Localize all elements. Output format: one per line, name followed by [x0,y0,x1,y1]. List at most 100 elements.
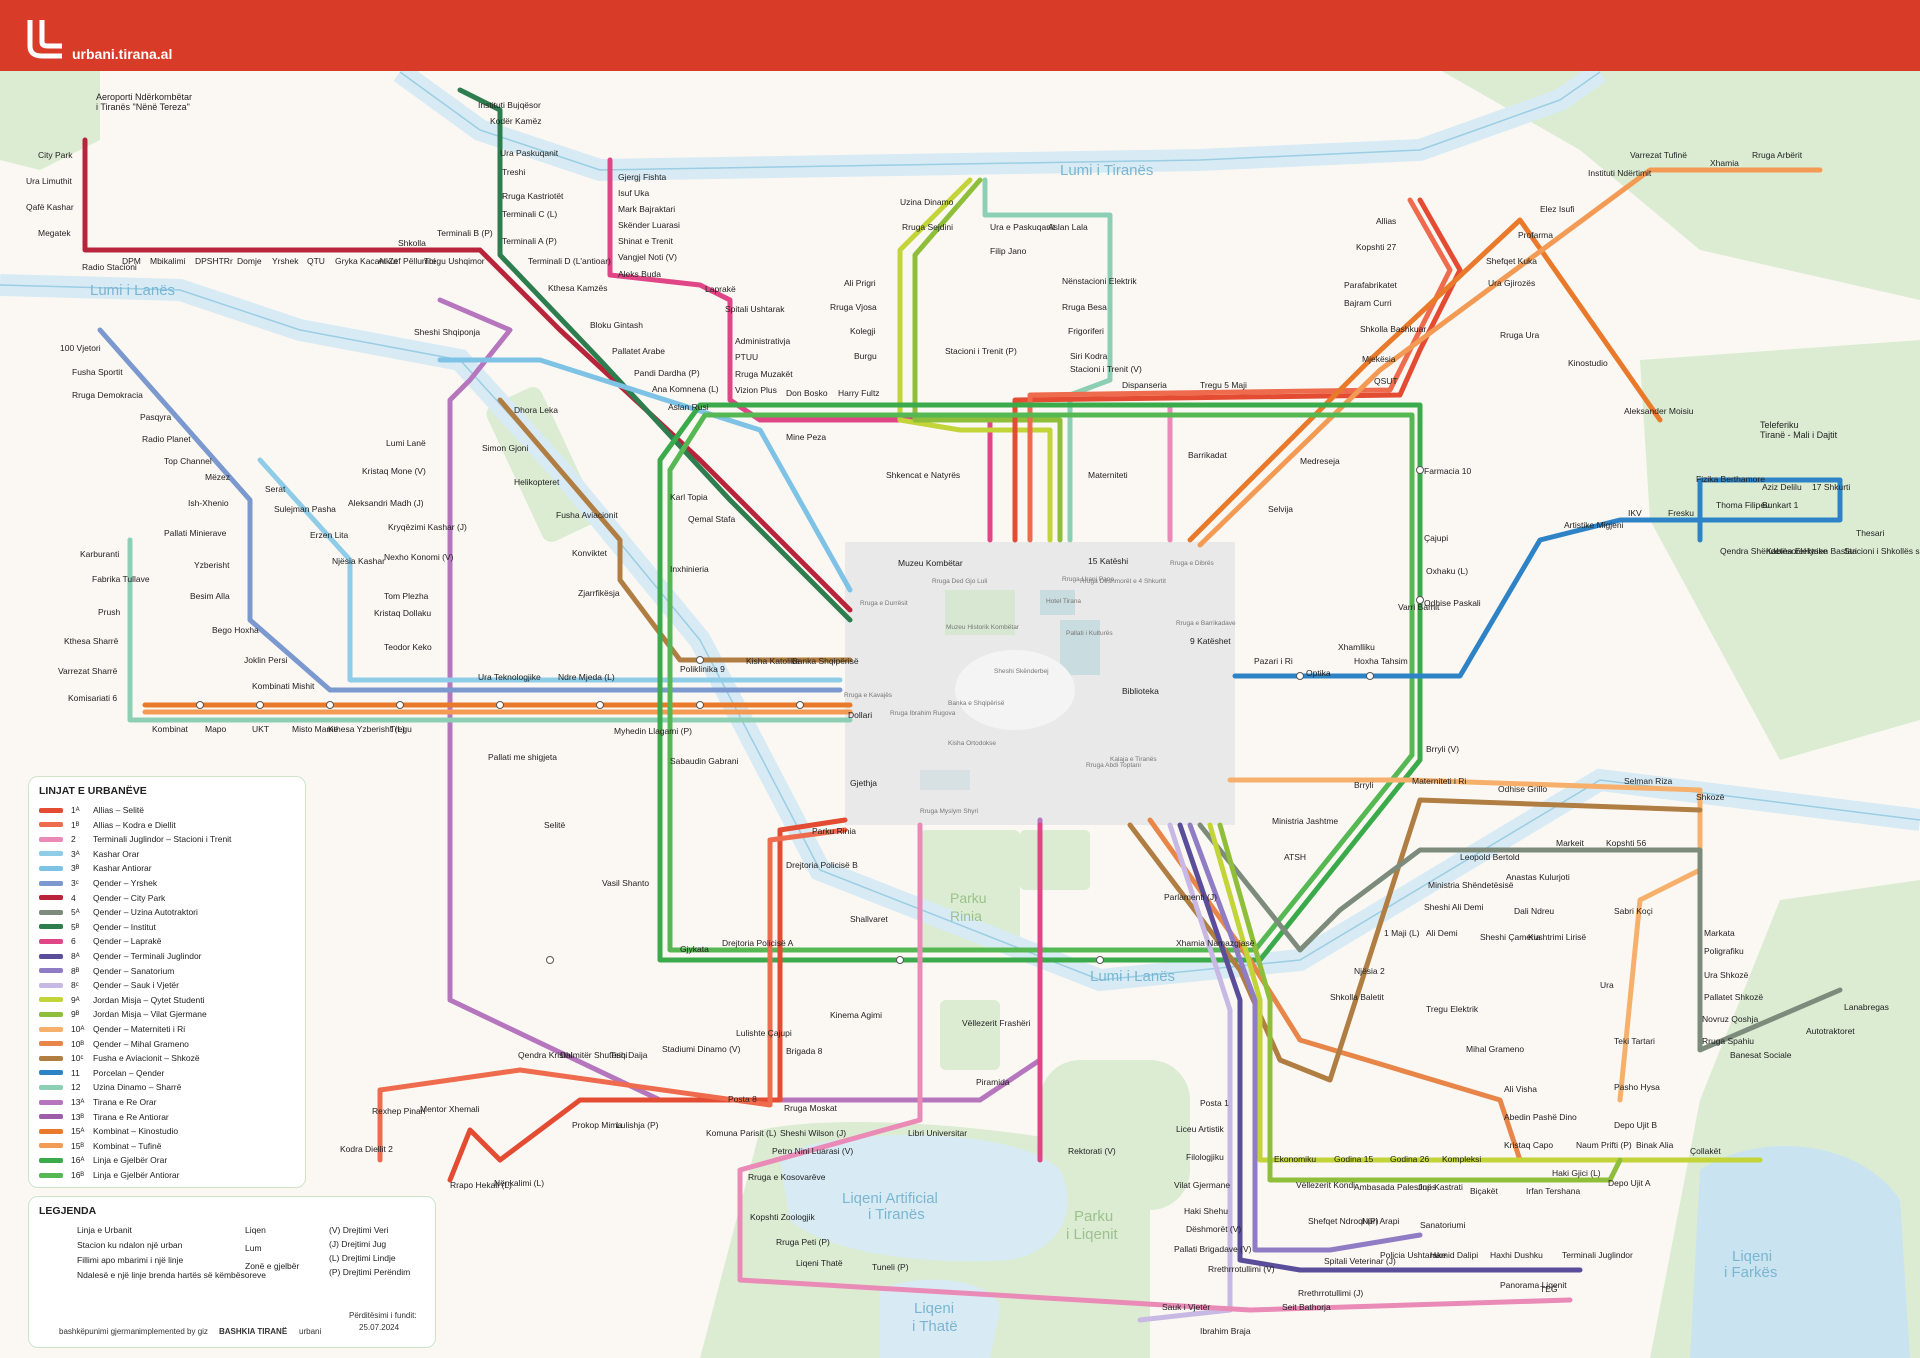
line-label: Kombinat – Kinostudio [93,1126,179,1137]
stop-dhimiter-shuteriqi: Dhimitër Shuteriqi [560,1050,628,1060]
line-label: Linja e Gjelbër Antiorar [93,1170,180,1180]
line-label: Kombinat – Tufinë [93,1140,162,1151]
line-label: Qender – Yrshek [93,878,158,888]
stop-seit-bathorja: Seit Bathorja [1282,1302,1331,1312]
stop-qtu: QTU [307,256,325,266]
stop-karl-topia: Karl Topia [670,492,708,502]
stop-sanatoriumi: Sanatoriumi [1420,1220,1466,1230]
stop-hamid-dalipi: Hamid Dalipi [1430,1250,1479,1260]
stop-ura-e-paskuqanit: Ura e Paskuqanit [990,222,1056,232]
stop-17-shkurti: 17 Shkurti [1812,482,1851,492]
line-label: Qender – Mihal Grameno [93,1038,189,1049]
site-url[interactable]: urbani.tirana.al [72,46,173,62]
center-place-rruga-ded-gjo-luli: Rruga Ded Gjo Luli [932,578,988,585]
river-tirana-label: Lumi i Tiranës [1060,162,1154,179]
stop-fusha-sportit: Fusha Sportit [72,367,123,377]
stop-koder-kamez: Kodër Kamëz [490,116,542,126]
stop-pallati-minierave: Pallati Minierave [164,528,227,538]
stop-banka-shqiperise: Banka Shqipërisë [792,656,859,666]
stop-aleksandri-madh-j: Aleksandri Madh (J) [348,498,424,508]
stop-100-vjetori: 100 Vjetori [60,343,101,353]
stop-qendra-shendetesore: Qendra Shëndetësore [1720,546,1804,556]
stop-ura-teknologjike: Ura Teknologjike [478,672,541,682]
lake-artificial-label: Liqeni Artificial [842,1190,938,1207]
stop-kopshti-27: Kopshti 27 [1356,242,1397,252]
stop-sabaudin-gabrani: Sabaudin Gabrani [670,756,739,766]
stop-drejtoria-policise-b: Drejtoria Policisë B [786,860,858,870]
stop-sulejman-pasha: Sulejman Pasha [274,504,336,514]
line-color-swatch [39,1172,63,1178]
stop-varrezat-tufine: Varrezat Tufinë [1630,150,1688,160]
stop-posta-8: Posta 8 [728,1094,757,1104]
stop-15-kateshi: 15 Katëshi [1088,556,1129,566]
stop-njesia-2: Njësia 2 [1354,966,1385,976]
stop-poliklinika-9: Poliklinika 9 [680,664,725,674]
stop-ish-xhenio: Ish-Xhenio [188,498,229,508]
stop-rektorati-v: Rektorati (V) [1068,1146,1116,1156]
park-liqenit-label: Parku [1074,1208,1114,1225]
stop-ana-komnena-l: Ana Komnena (L) [652,384,719,394]
line-label: Qender – Sanatorium [93,965,175,976]
stop-naum-prifti-p: Naum Prifti (P) [1576,1140,1632,1150]
stop-terminali-juglindor: Terminali Juglindor [1562,1250,1633,1260]
line-badge: 10ᴮ [71,1038,84,1049]
stop-kushtrimi-lirise: Kushtrimi Lirisë [1528,932,1587,942]
stop-shkolla: Shkolla [398,238,426,248]
line-color-swatch [39,822,63,828]
line-label: Kashar Orar [93,848,140,859]
line-badge: 3ᴬ [71,848,80,859]
center-place-pallati-i-kultures: Pallati i Kulturës [1066,630,1113,637]
line-badge: 10ᶜ [71,1053,84,1064]
stop-hysen-bastari: Hysen Bastari [1804,546,1857,556]
stop-1-maji-l: 1 Maji (L) [1384,928,1420,938]
center-place-rruga-ibrahim-rugova: Rruga Ibrahim Rugova [890,710,956,717]
stop-depo-ujit-b: Depo Ujit B [1614,1120,1657,1130]
stop-anastas-kulurjoti: Anastas Kulurjoti [1506,872,1570,882]
stop-shinat-e-trenit: Shinat e Trenit [618,236,673,246]
stop-thesari: Thesari [1856,528,1885,538]
line-color-swatch [39,1011,63,1017]
line-label: Qender – Institut [93,921,156,932]
line-label: Qender – Laprakë [93,936,162,947]
stop-inxhinieria: Inxhinieria [670,564,709,574]
stop-ura-shkoze: Ura Shkozë [1704,970,1749,980]
line-color-swatch [39,1041,63,1047]
line-15bt [1197,167,1823,548]
stop-lanabregas: Lanabregas [1844,1002,1889,1012]
line-badge: 10ᴬ [71,1024,85,1034]
line-1a [1012,197,1463,543]
stop-rruga-e-kosovareve: Rruga e Kosovarëve [748,1172,826,1182]
line-badge: 11 [71,1067,80,1078]
line-color-swatch [39,968,63,974]
stop-haki-gjici-l: Haki Gjici (L) [1552,1168,1601,1178]
line-16b-loop [667,412,1415,953]
stop-mark-bajraktari: Mark Bajraktari [618,204,676,214]
stop-biblioteka: Biblioteka [1122,686,1159,696]
line-badge: 8ᶜ [71,980,79,991]
stop-petro-nini-luarasi-v: Petro Nini Luarasi (V) [772,1146,854,1156]
lake-thate-label: Liqeni [914,1300,955,1317]
stop-gjergj-fishta: Gjergj Fishta [618,172,667,182]
stop-tregu-ushqimor: Tregu Ushqimor [424,256,485,266]
stop-brigada-8: Brigada 8 [786,1046,823,1056]
stop-vilat-gjermane: Vilat Gjermane [1174,1180,1231,1190]
stop-filip-jano: Filip Jano [990,246,1027,256]
stop-tom-plezha: Tom Plezha [384,591,429,601]
stop-materniteti-i-ri: Materniteti i Ri [1412,776,1467,786]
line-10c [497,397,853,663]
line-color-swatch [39,865,63,871]
stop-medreseja: Medreseja [1300,456,1340,466]
line-9-se [1207,822,1763,1163]
stop-thoma-filipeu: Thoma Filipeu [1716,500,1770,510]
stop-kopshti-56: Kopshti 56 [1606,838,1647,848]
stop-odhise-paskali: Odhise Paskali [1424,598,1481,608]
line-3b [437,357,853,593]
stop-kombinat: Kombinat [152,724,188,734]
